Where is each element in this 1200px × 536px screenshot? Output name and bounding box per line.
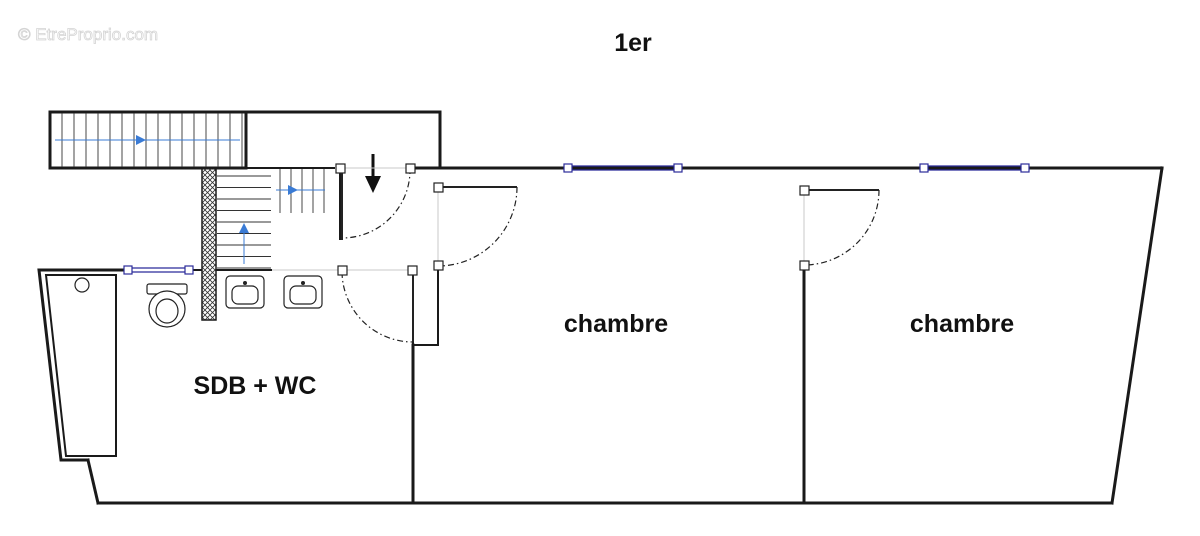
guide-lines bbox=[272, 167, 805, 271]
interior-walls bbox=[339, 168, 806, 505]
watermark-text: © EtreProprio.com bbox=[18, 25, 158, 44]
window-chambre-2 bbox=[919, 163, 1030, 173]
bathtub-drain-icon bbox=[74, 277, 90, 293]
window-chambre-1 bbox=[563, 163, 683, 173]
door-chambre-1 bbox=[437, 186, 518, 267]
door-hall-stair bbox=[341, 167, 411, 240]
landing-wall bbox=[244, 110, 442, 170]
washbasin-right-icon bbox=[283, 275, 323, 309]
wall-nodes bbox=[335, 163, 810, 276]
down-arrow-icon bbox=[365, 154, 381, 193]
window-bathroom bbox=[123, 265, 194, 275]
bathtub bbox=[44, 274, 117, 457]
outer-walls bbox=[37, 166, 1164, 505]
room-label-bathroom: SDB + WC bbox=[194, 372, 317, 400]
door-sdb bbox=[341, 271, 414, 343]
floor-title: 1er bbox=[614, 29, 652, 57]
stair-rail bbox=[201, 167, 217, 321]
washbasin-left-icon bbox=[225, 275, 265, 309]
inner-staircase bbox=[201, 167, 335, 321]
upper-staircase bbox=[48, 110, 248, 170]
door-chambre-2 bbox=[803, 189, 880, 266]
room-label-bedroom-1: chambre bbox=[564, 310, 668, 338]
toilet-icon bbox=[146, 283, 188, 328]
room-label-bedroom-2: chambre bbox=[910, 310, 1014, 338]
